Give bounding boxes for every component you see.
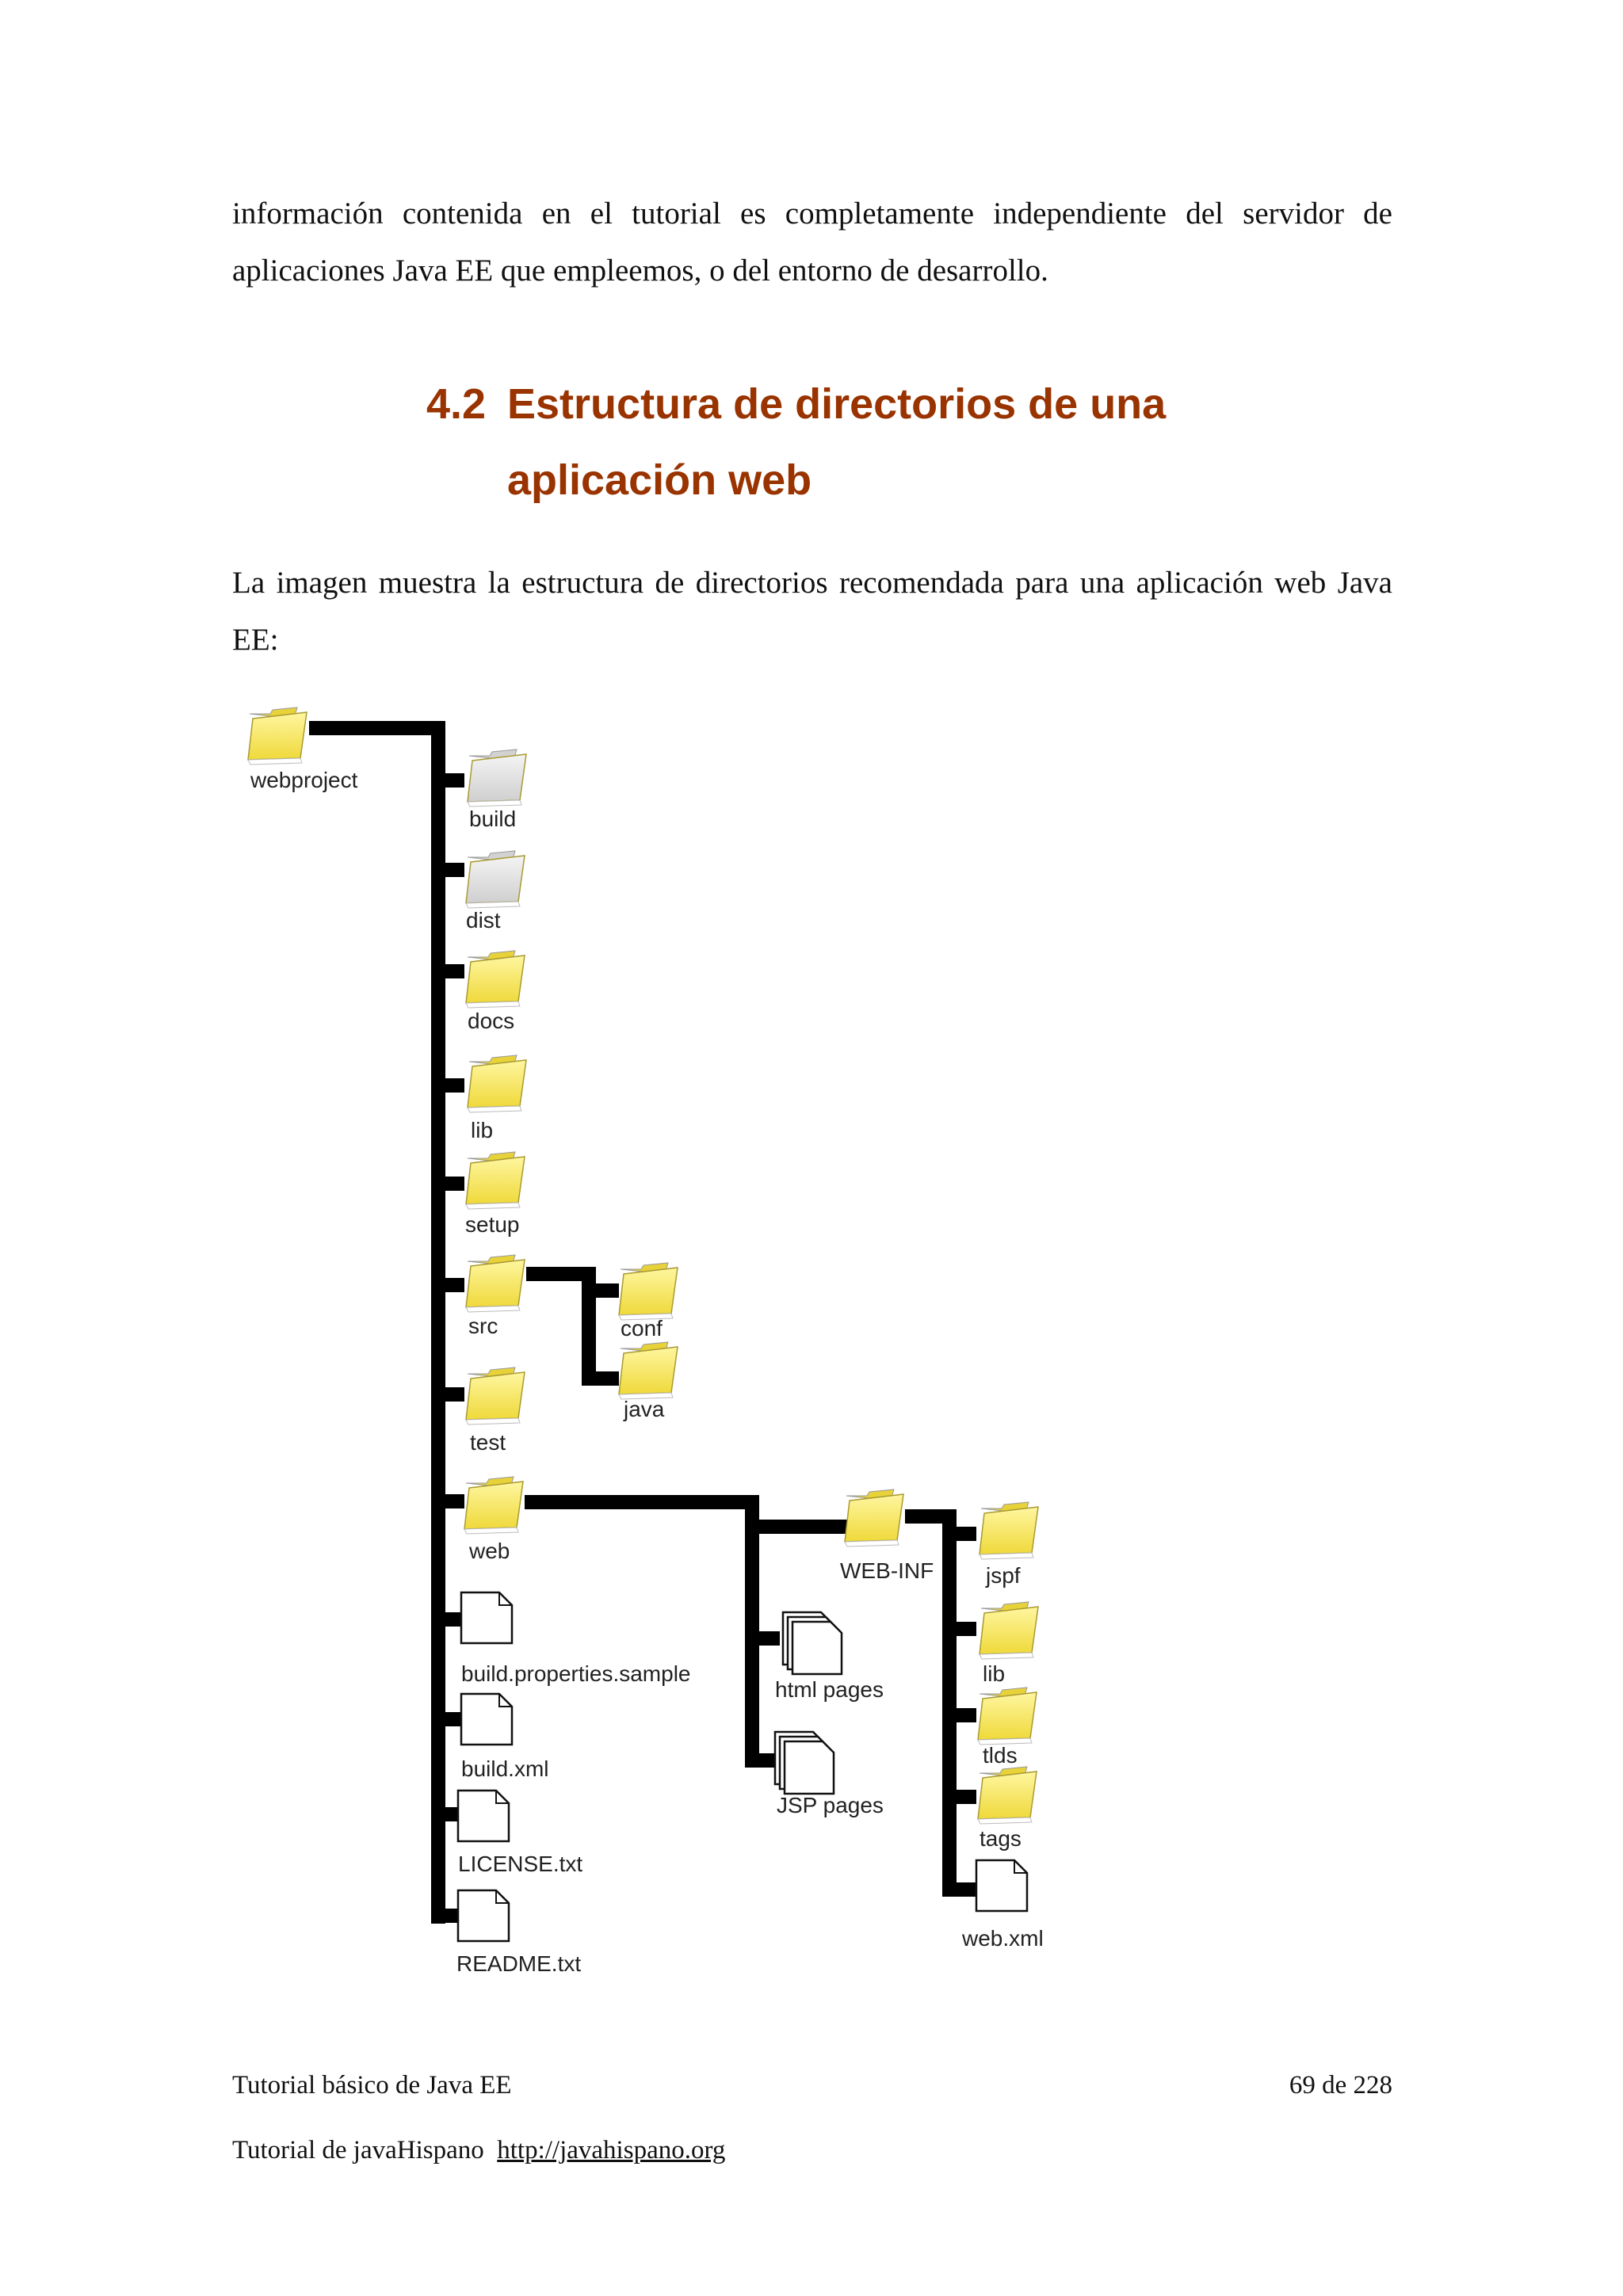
branch-src [431,1278,464,1292]
branch-src-java [582,1371,619,1386]
web-connector [525,1495,759,1509]
image-intro-paragraph: La imagen muestra la estructura de direc… [232,566,1392,657]
readme-txt-label: README.txt [456,1951,581,1976]
jsp-pages-label: JSP pages [777,1793,884,1817]
branch-src-conf [582,1283,619,1298]
section-number: 4.2 [426,380,487,428]
intro-paragraph: información contenida en el tutorial es … [232,196,1392,288]
branch-dist [431,863,464,877]
html-pages-icon [781,1611,843,1676]
license-txt-file-icon [456,1789,510,1843]
branch-webinf-jspf [942,1527,976,1541]
webinf-web-xml-label: web.xml [961,1926,1044,1951]
src-conf-folder-icon [618,1262,678,1321]
src-label: src [468,1314,498,1338]
jsp-pages-icon [773,1730,835,1795]
webinf-connector [905,1509,949,1524]
branch-build-properties-sample [431,1612,464,1627]
docs-label: docs [468,1009,514,1033]
webinf-label: WEB-INF [840,1558,934,1583]
webinf-jspf-label: jspf [985,1563,1021,1588]
branch-setup [431,1177,464,1191]
readme-txt-file-icon [456,1889,510,1943]
branch-test [431,1387,464,1402]
page-current: 69 [1289,2071,1316,2100]
section-title: Estructura de directorios de una aplicac… [507,380,1167,504]
branch-readme-txt [431,1909,464,1923]
branch-web-webinf [752,1520,848,1534]
lib-folder-icon [467,1055,527,1113]
branch-build-xml [431,1712,464,1726]
footer-page-number: 69 de 228 [1289,2071,1392,2100]
build-properties-sample-file-icon [460,1591,514,1645]
branch-webinf-web-xml [942,1882,976,1897]
footer-site-link[interactable]: http://javahispano.org [497,2136,726,2164]
src-conf-label: conf [621,1316,663,1341]
webproject-label: webproject [250,768,358,792]
tree-nodes: webproject build dist docs lib setup src test we… [247,707,1044,1976]
branch-web-jsp-pages [745,1753,777,1768]
branch-webinf-tags [942,1790,976,1804]
branch-webinf-lib [942,1622,976,1636]
footer-site-label: Tutorial de javaHispano [232,2136,484,2164]
branch-webinf-tlds [942,1708,976,1722]
page-total: 228 [1353,2071,1393,2100]
docs-folder-icon [465,950,525,1009]
branch-build [431,773,464,788]
src-java-label: java [623,1397,665,1421]
build-xml-file-icon [460,1692,514,1746]
webproject-folder-icon [247,707,307,765]
page-separator: de [1315,2071,1354,2100]
src-connector [526,1267,589,1281]
webinf-tags-label: tags [980,1826,1022,1851]
branch-web-html-pages [745,1631,780,1646]
root-trunk [431,721,445,1924]
build-xml-label: build.xml [461,1756,548,1781]
webinf-trunk [942,1509,957,1895]
footer-title: Tutorial básico de Java EE [232,2071,512,2100]
branch-web [431,1494,464,1508]
license-txt-label: LICENSE.txt [458,1852,582,1876]
setup-folder-icon [465,1151,525,1210]
branch-docs [431,964,464,978]
webinf-tags-folder-icon [977,1766,1037,1825]
build-properties-sample-label: build.properties.sample [461,1661,691,1686]
src-java-folder-icon [618,1341,678,1400]
build-label: build [469,807,516,831]
footer-site: Tutorial de javaHispano http://javahispa… [232,2136,725,2165]
webinf-tlds-folder-icon [977,1687,1037,1745]
tree-connector-lines [309,721,976,1924]
branch-lib [431,1078,464,1093]
build-folder-icon [467,749,527,807]
web-folder-icon [464,1476,524,1535]
html-pages-label: html pages [775,1677,884,1702]
lib-label: lib [471,1118,493,1142]
branch-license-txt [431,1807,464,1821]
webinf-lib-label: lib [983,1661,1005,1686]
test-folder-icon [465,1367,525,1425]
setup-label: setup [465,1212,520,1237]
webinf-tlds-label: tlds [983,1743,1018,1768]
webinf-web-xml-file-icon [975,1859,1029,1913]
webinf-lib-folder-icon [979,1601,1039,1660]
root-connector [309,721,438,735]
dist-folder-icon [465,850,525,909]
webinf-jspf-folder-icon [979,1501,1039,1560]
src-folder-icon [465,1254,525,1313]
dist-label: dist [466,908,501,933]
test-label: test [470,1430,506,1455]
webinf-folder-icon [844,1489,904,1547]
web-label: web [468,1539,510,1563]
